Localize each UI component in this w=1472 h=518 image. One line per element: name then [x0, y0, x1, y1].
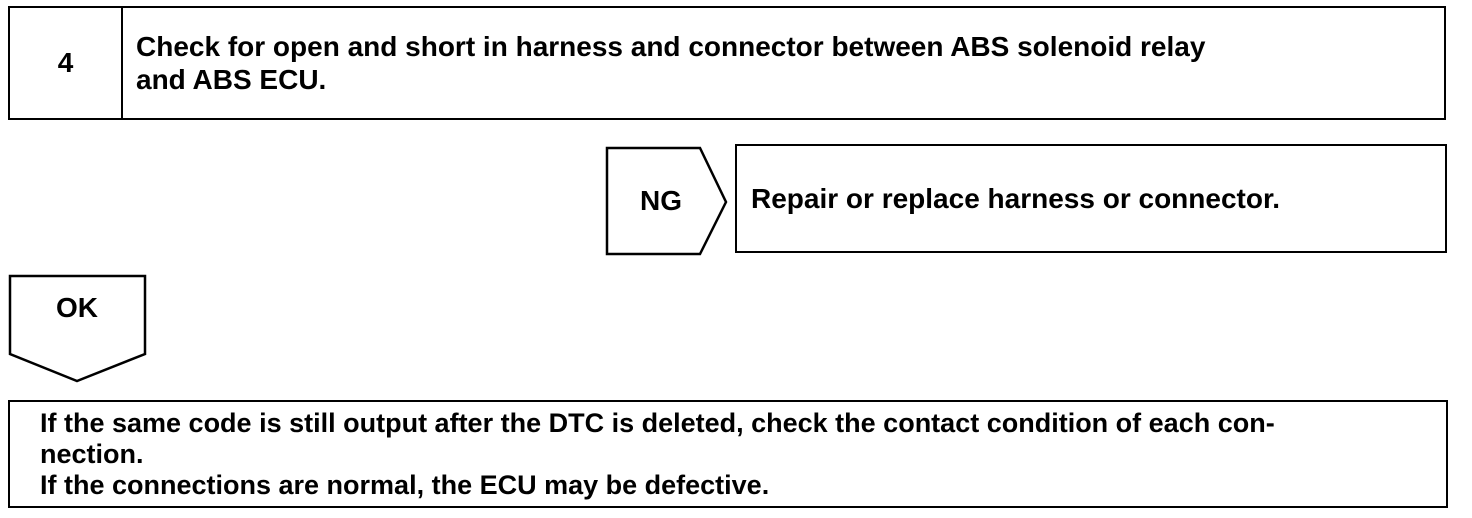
- ok-arrow-shape: [8, 274, 147, 383]
- ng-label: NG: [640, 185, 682, 216]
- note-line-1: If the same code is still output after t…: [40, 408, 1275, 438]
- note-line-3: If the connections are normal, the ECU m…: [40, 470, 770, 500]
- ng-arrow-shape: [605, 146, 728, 256]
- step-number: 4: [10, 8, 123, 118]
- step-title: Check for open and short in harness and …: [136, 30, 1430, 96]
- step-title-line-2: and ABS ECU.: [136, 64, 327, 95]
- note-box: If the same code is still output after t…: [8, 400, 1448, 508]
- ok-label: OK: [56, 292, 98, 323]
- ng-action-text: Repair or replace harness or connector.: [751, 182, 1281, 214]
- ng-action-box: Repair or replace harness or connector.: [735, 144, 1447, 253]
- note-line-2: nection.: [40, 439, 144, 469]
- step-title-line-1: Check for open and short in harness and …: [136, 31, 1206, 62]
- step-box: 4 Check for open and short in harness an…: [8, 6, 1446, 120]
- note-text: If the same code is still output after t…: [40, 408, 1426, 501]
